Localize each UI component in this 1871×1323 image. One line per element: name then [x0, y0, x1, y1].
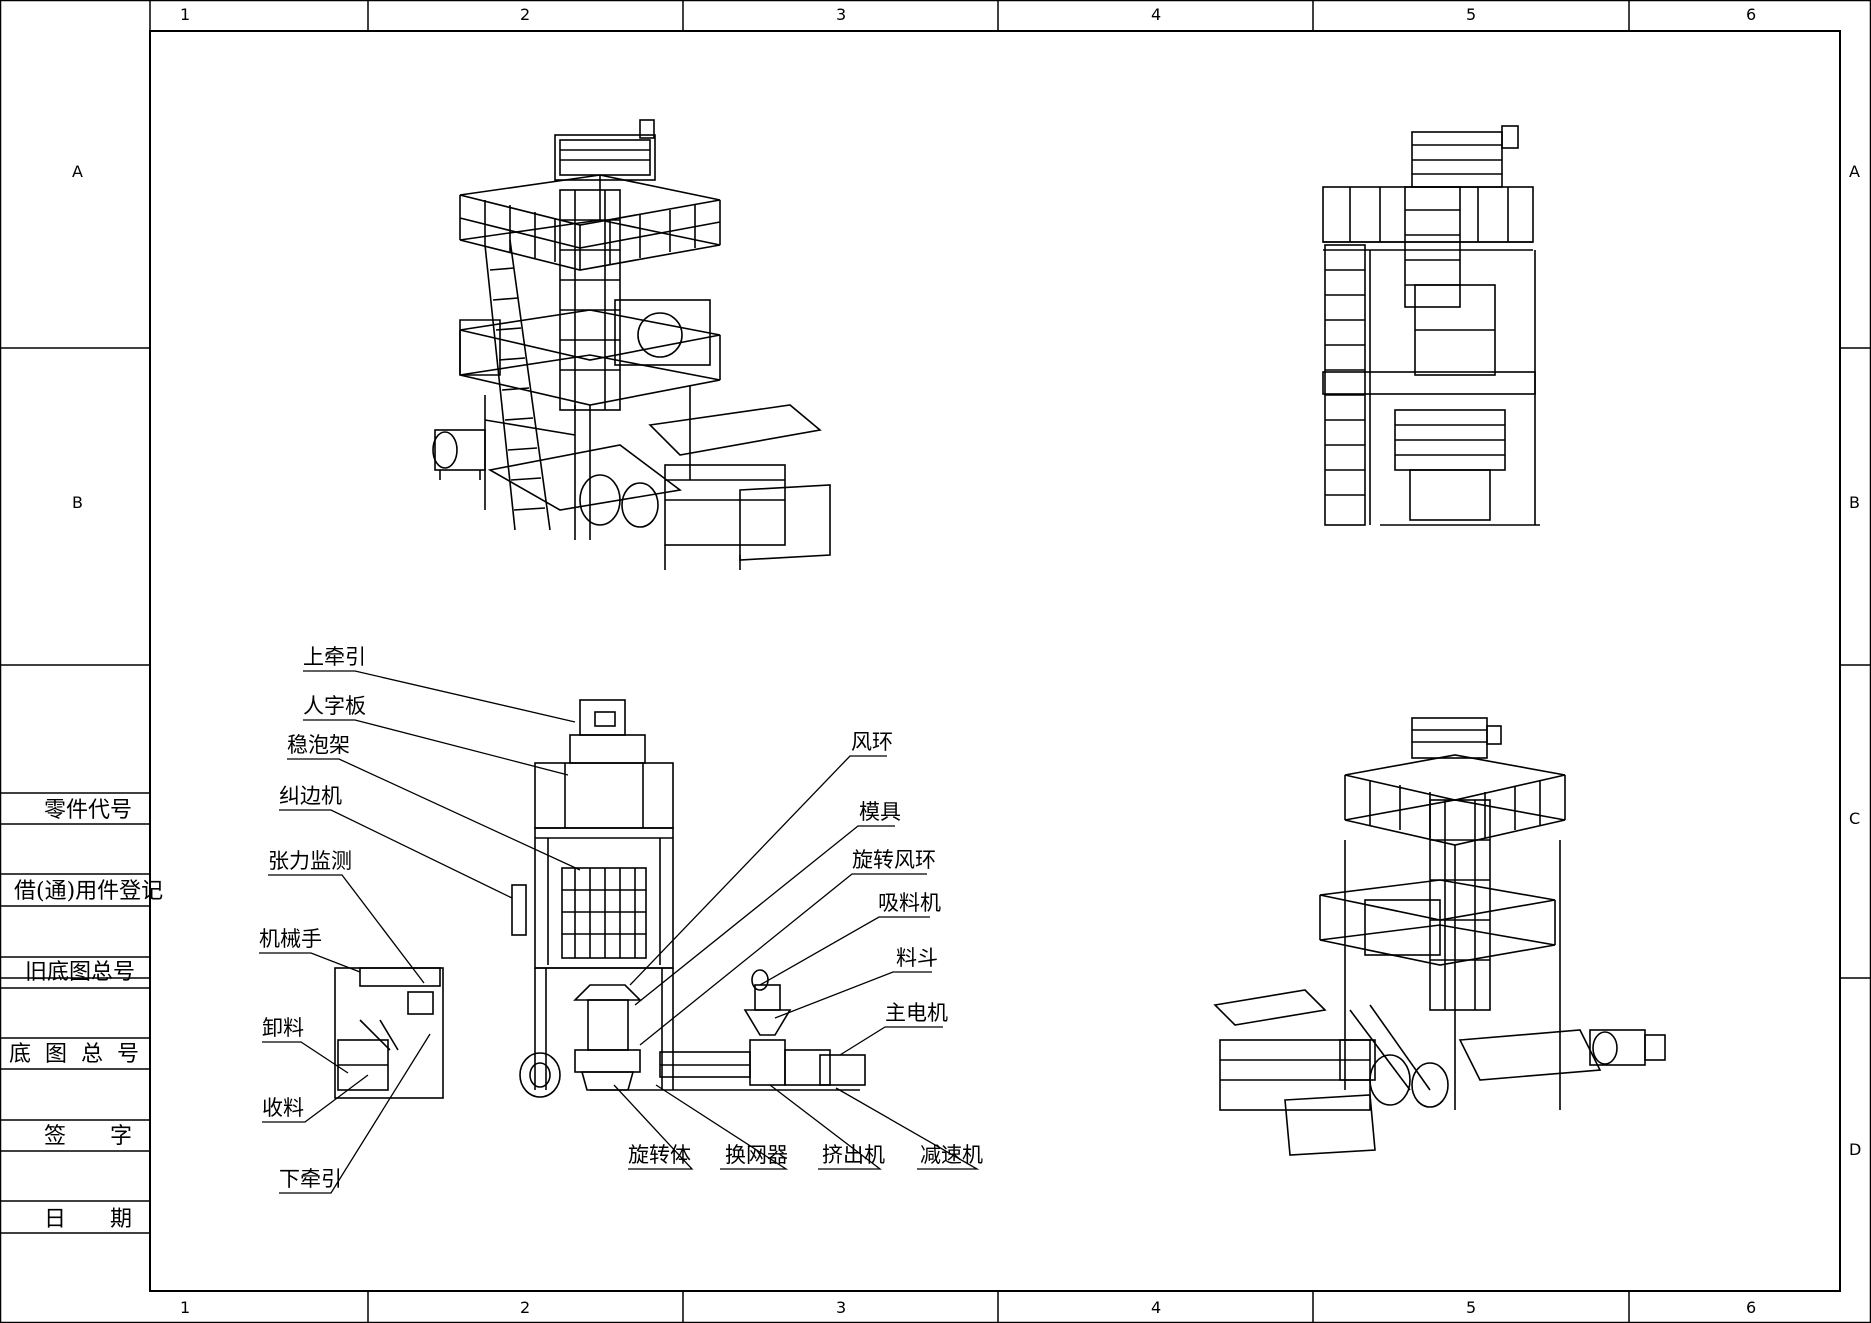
- label-screen-changer: 换网器: [725, 1143, 788, 1167]
- zone-col-1-bottom: 1: [180, 1298, 191, 1317]
- zone-col-2-bottom: 2: [520, 1298, 531, 1317]
- label-air-ring: 风环: [851, 730, 893, 754]
- zone-row-c-right: C: [1849, 809, 1861, 828]
- label-upper-haul-off: 上牵引: [303, 645, 366, 669]
- machine-front-view: [1322, 125, 1540, 526]
- zone-col-4-bottom: 4: [1151, 1298, 1162, 1317]
- label-suction-machine: 吸料机: [878, 891, 941, 915]
- zone-row-b-right: B: [1849, 493, 1860, 512]
- zone-row-b-left: B: [72, 493, 83, 512]
- zone-col-3-bottom: 3: [836, 1298, 847, 1317]
- label-rotating-body: 旋转体: [628, 1143, 691, 1167]
- register-base: 底图总号: [9, 1042, 154, 1067]
- label-unloading: 卸料: [262, 1016, 304, 1040]
- label-extruder: 挤出机: [822, 1143, 885, 1167]
- label-bubble-stabilizer: 稳泡架: [287, 733, 350, 757]
- label-edge-corrector: 纠边机: [279, 784, 342, 808]
- label-herringbone-board: 人字板: [303, 694, 366, 718]
- label-lower-haul-off: 下牵引: [279, 1167, 342, 1191]
- leader-lines: [259, 670, 980, 1194]
- label-die: 模具: [859, 800, 901, 824]
- label-tension-monitor: 张力监测: [268, 849, 352, 873]
- label-reducer: 减速机: [920, 1143, 983, 1167]
- zone-row-a-left: A: [72, 162, 83, 181]
- label-main-motor: 主电机: [885, 1001, 948, 1025]
- register-date: 日期: [44, 1207, 177, 1232]
- machine-isometric-view-1: [432, 119, 831, 570]
- machine-isometric-view-2: [1213, 717, 1666, 1156]
- register-borrow: 借(通)用件登记: [14, 879, 164, 904]
- label-rotating-air-ring: 旋转风环: [852, 848, 936, 872]
- zone-col-1-top: 1: [180, 5, 191, 24]
- register-old-base: 旧底图总号: [25, 960, 136, 985]
- label-winding: 收料: [262, 1096, 304, 1120]
- label-manipulator: 机械手: [259, 927, 322, 951]
- zone-col-3-top: 3: [836, 5, 847, 24]
- label-hopper: 料斗: [896, 946, 938, 970]
- zone-col-5-bottom: 5: [1466, 1298, 1477, 1317]
- zone-col-6-top: 6: [1746, 5, 1757, 24]
- zone-row-d-right: D: [1849, 1140, 1862, 1159]
- zone-col-2-top: 2: [520, 5, 531, 24]
- zone-col-4-top: 4: [1151, 5, 1162, 24]
- zone-row-a-right: A: [1849, 162, 1860, 181]
- register-part-code: 零件代号: [44, 798, 133, 823]
- register-sign: 签字: [44, 1124, 177, 1149]
- zone-col-5-top: 5: [1466, 5, 1477, 24]
- machine-elevation-view: [334, 699, 866, 1099]
- zone-col-6-bottom: 6: [1746, 1298, 1757, 1317]
